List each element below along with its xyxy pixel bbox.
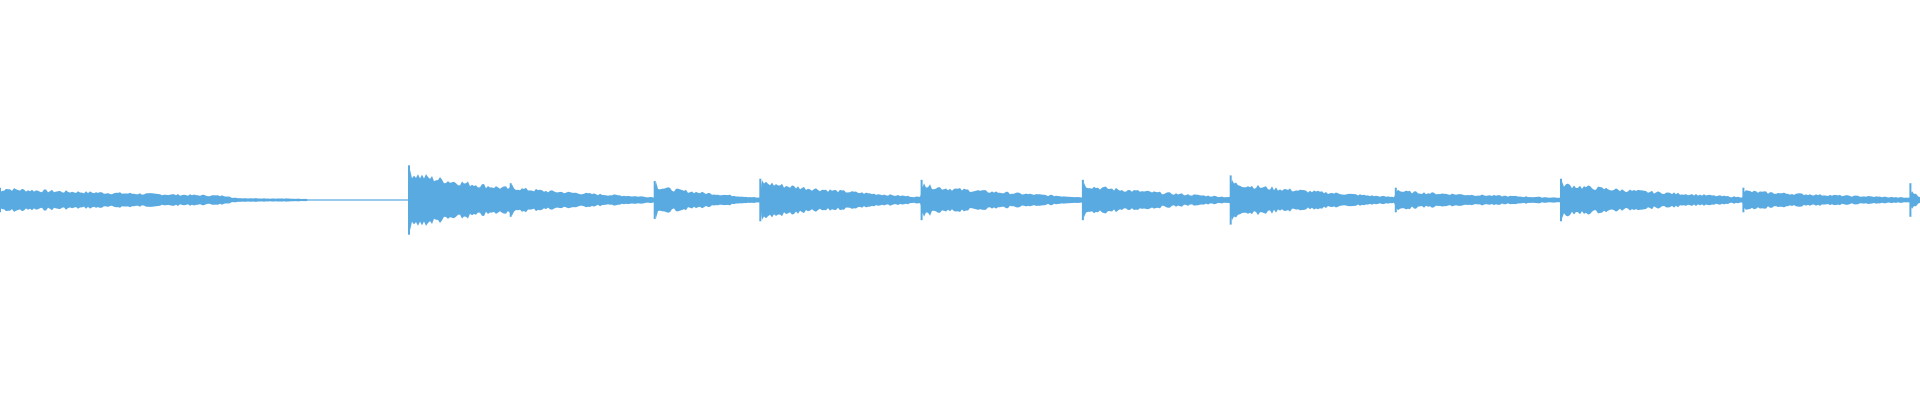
waveform-envelope-group xyxy=(0,165,1920,235)
